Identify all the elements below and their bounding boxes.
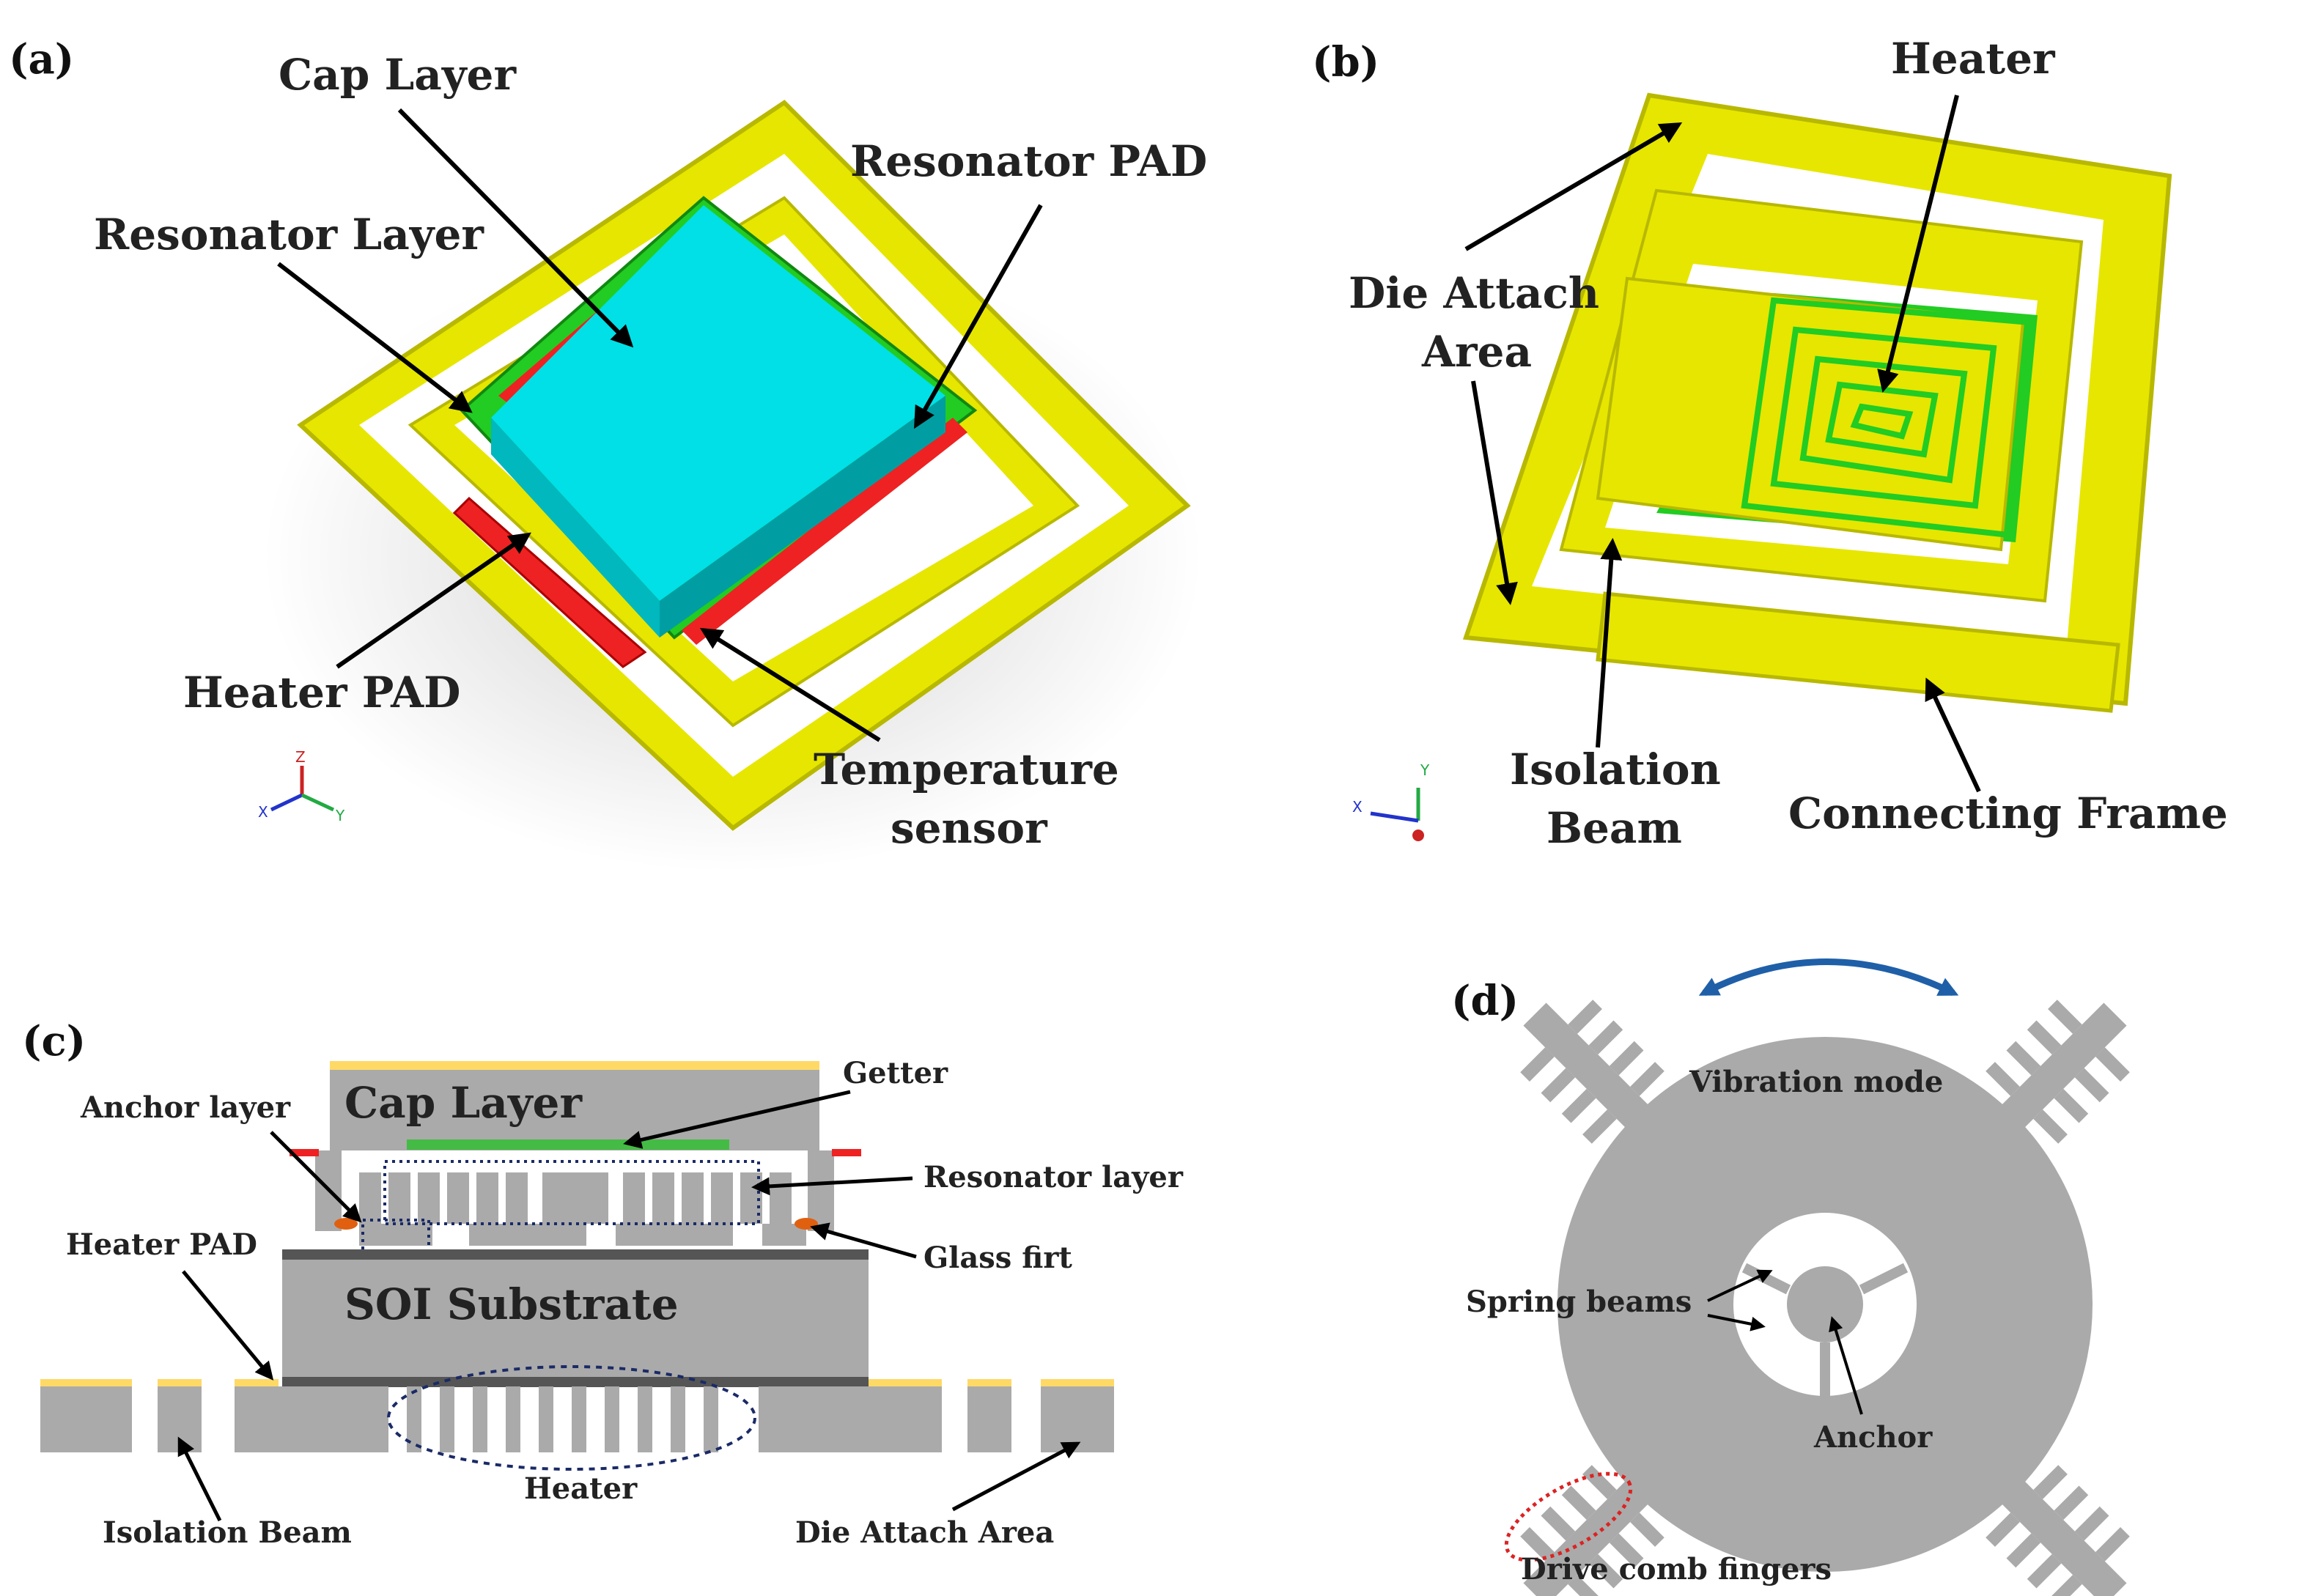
label-temp-sensor-2-a: sensor	[891, 803, 1048, 853]
label-heater-b: Heater	[1891, 34, 2056, 84]
glass-frit-left-c	[334, 1218, 358, 1230]
arrow-resonator-pad-a	[914, 204, 1043, 429]
axis-triad-b: Y X	[1352, 761, 1430, 841]
axis-triad-a: Z X Y	[258, 748, 345, 824]
arrow-getter-c	[623, 1090, 851, 1149]
panel-b-tag: (b)	[1312, 38, 1379, 86]
arrow-heater-b	[1877, 95, 1959, 393]
arrow-anchor-layer-c	[270, 1131, 362, 1223]
vibration-arrow-d	[1698, 958, 1959, 997]
axis-z-a: Z	[295, 748, 306, 766]
label-spring-beams-d: Spring beams	[1466, 1285, 1692, 1319]
label-getter-c: Getter	[843, 1056, 948, 1090]
label-die-attach-2-b: Area	[1421, 327, 1532, 377]
base-layer-c	[40, 1379, 1114, 1452]
panel-d: (d)	[1451, 958, 2130, 1596]
label-drive-comb-d: Drive comb fingers	[1521, 1552, 1832, 1586]
arrow-temp-sensor-a	[699, 627, 881, 742]
cap-layer-a	[491, 205, 945, 638]
label-isolation-1-b: Isolation	[1510, 745, 1721, 794]
cap-layer-c	[330, 1070, 819, 1150]
axis-x-a: X	[258, 803, 268, 821]
arrow-die-attach-c	[951, 1441, 1081, 1512]
arrow-heater-pad-a	[336, 532, 531, 669]
axis-y-b: Y	[1420, 761, 1430, 779]
arrow-resonator-layer-c	[751, 1176, 913, 1196]
spiral-heater-b	[1741, 297, 2034, 539]
label-resonator-layer-c: Resonator layer	[923, 1160, 1184, 1194]
label-heater-pad-c: Heater PAD	[66, 1227, 257, 1262]
arrow-isolation-b	[1596, 538, 1623, 748]
pad-right-c	[832, 1149, 861, 1156]
anchor-d	[1787, 1266, 1863, 1342]
soi-bottom-c	[282, 1377, 869, 1387]
label-soi-c: SOI Substrate	[344, 1279, 679, 1329]
label-die-attach-c: Die Attach Area	[795, 1515, 1054, 1550]
label-cap-layer-a: Cap Layer	[279, 50, 517, 100]
panel-c: (c)	[22, 1017, 1184, 1550]
arrow-anchor-d	[1829, 1316, 1863, 1415]
arrow-heater-pad-c	[182, 1270, 274, 1381]
heater-pad-a	[452, 496, 647, 668]
panel-a-tag: (a)	[9, 35, 74, 84]
arrow-resonator-layer-a	[277, 262, 473, 413]
label-heater-pad-a: Heater PAD	[183, 668, 460, 717]
arrow-die-attach-bottom-b	[1471, 380, 1518, 605]
drive-comb-ellipse-d	[1504, 1471, 1633, 1562]
resonator-structure-c	[315, 1150, 834, 1246]
label-resonator-pad-a: Resonator PAD	[850, 136, 1207, 186]
panel-c-tag: (c)	[22, 1017, 86, 1065]
connecting-frame-b	[1596, 591, 2120, 713]
panel-b: (b) Heater Die Attach Area	[1312, 34, 2228, 853]
arrow-spring-beams-1-d	[1707, 1269, 1773, 1302]
soi-substrate-c	[282, 1260, 869, 1377]
arrow-glass-frit-c	[810, 1222, 917, 1259]
label-glass-frit-c: Glass firt	[923, 1241, 1072, 1275]
arrow-cap-layer-a	[397, 108, 634, 348]
arrow-isolation-beam-c	[177, 1436, 222, 1522]
arrow-spring-beams-2-d	[1707, 1314, 1766, 1331]
label-anchor-d: Anchor	[1813, 1420, 1933, 1455]
label-temp-sensor-1-a: Temperature	[814, 745, 1119, 794]
label-heater-c: Heater	[524, 1471, 638, 1506]
getter-c	[407, 1139, 729, 1150]
axis-y-a: Y	[335, 807, 345, 824]
arrow-die-attach-top-b	[1464, 122, 1683, 251]
heater-outline-c	[387, 1365, 756, 1471]
soi-top-c	[282, 1249, 869, 1260]
label-connecting-frame-b: Connecting Frame	[1788, 788, 2228, 838]
panel-d-tag: (d)	[1451, 977, 1519, 1025]
panel-a: (a) Cap Layer Resonator Layer	[9, 35, 1207, 872]
label-cap-layer-c: Cap Layer	[344, 1078, 583, 1128]
axis-x-b: X	[1352, 798, 1363, 816]
label-isolation-beam-c: Isolation Beam	[103, 1515, 352, 1550]
arrow-connecting-frame-b	[1925, 677, 1981, 793]
label-resonator-layer-a: Resonator Layer	[94, 210, 484, 259]
label-anchor-layer-c: Anchor layer	[80, 1090, 291, 1125]
label-isolation-2-b: Beam	[1546, 803, 1682, 853]
pad-left-c	[290, 1149, 319, 1156]
cap-gold-c	[330, 1061, 819, 1070]
label-die-attach-1-b: Die Attach	[1349, 268, 1599, 318]
label-vibration-mode-d: Vibration mode	[1689, 1065, 1943, 1099]
